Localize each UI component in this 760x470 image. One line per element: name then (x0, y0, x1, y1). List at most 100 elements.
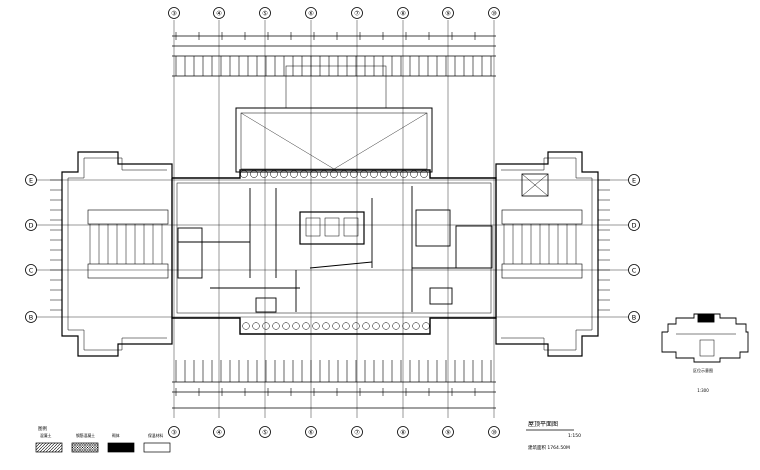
planter-tree (362, 322, 370, 330)
svg-text:⑩: ⑩ (491, 9, 497, 17)
svg-text:⑥: ⑥ (308, 9, 314, 17)
svg-text:⑧: ⑧ (400, 9, 406, 17)
planter-tree (332, 322, 340, 330)
svg-text:⑧: ⑧ (400, 428, 406, 436)
planter-tree (420, 170, 428, 178)
svg-text:③: ③ (171, 428, 177, 436)
legend-item: 保温材料 (143, 433, 171, 453)
svg-text:钢筋混凝土: 钢筋混凝土 (76, 433, 95, 438)
svg-text:D: D (28, 221, 33, 229)
axis-bubble-right: C (628, 264, 640, 276)
planter-tree (312, 322, 320, 330)
legend-item: 钢筋混凝土 (71, 433, 99, 453)
planter-tree (340, 170, 348, 178)
planter-row (240, 170, 430, 330)
axis-bubble-bottom: ④ (213, 426, 225, 438)
planter-tree (360, 170, 368, 178)
key-plan (661, 313, 749, 363)
axis-bubble-left: E (25, 174, 37, 186)
axis-bubble-top: ⑨ (442, 7, 454, 19)
right-wing-roof (495, 151, 599, 357)
axis-bubble-bottom: ⑤ (259, 426, 271, 438)
planter-tree (382, 322, 390, 330)
svg-text:⑩: ⑩ (491, 428, 497, 436)
svg-text:⑥: ⑥ (308, 428, 314, 436)
planter-tree (272, 322, 280, 330)
svg-text:E: E (632, 176, 636, 184)
svg-text:⑨: ⑨ (445, 9, 451, 17)
planter-tree (330, 170, 338, 178)
left-wing-roof (61, 151, 173, 357)
axis-bubble-right: E (628, 174, 640, 186)
planter-tree (322, 322, 330, 330)
dimension-strip-bottom (172, 381, 496, 409)
planter-tree (240, 170, 248, 178)
svg-text:B: B (632, 313, 636, 321)
axis-bubble-bottom: ⑧ (397, 426, 409, 438)
axis-bubble-right: B (628, 311, 640, 323)
svg-text:⑤: ⑤ (262, 9, 268, 17)
axis-bubble-bottom: ③ (168, 426, 180, 438)
svg-text:E: E (29, 176, 33, 184)
planter-tree (292, 322, 300, 330)
roof-block-top (235, 65, 433, 173)
svg-text:③: ③ (171, 9, 177, 17)
svg-text:⑦: ⑦ (354, 9, 360, 17)
planter-tree (300, 170, 308, 178)
svg-text:④: ④ (216, 9, 222, 17)
planter-tree (260, 170, 268, 178)
planter-tree (412, 322, 420, 330)
row-axis-bubbles-left: E D C B (25, 174, 37, 323)
svg-text:⑤: ⑤ (262, 428, 268, 436)
planter-tree (320, 170, 328, 178)
axis-bubble-left: B (25, 311, 37, 323)
planter-tree (280, 170, 288, 178)
key-plan-scale: 1:300 (697, 388, 709, 393)
svg-text:B: B (29, 313, 33, 321)
axis-bubble-top: ④ (213, 7, 225, 19)
axis-bubble-top: ⑤ (259, 7, 271, 19)
svg-text:④: ④ (216, 428, 222, 436)
column-axis-bubbles-bottom: ③ ④ ⑤ ⑥ ⑦ ⑧ ⑨ ⑩ (168, 426, 500, 438)
planter-tree (270, 170, 278, 178)
planter-tree (350, 170, 358, 178)
planter-tree (310, 170, 318, 178)
svg-text:C: C (632, 266, 637, 274)
planter-tree (402, 322, 410, 330)
planter-tree (252, 322, 260, 330)
planter-tree (342, 322, 350, 330)
drawing-title: 屋顶平面图 (528, 421, 558, 428)
axis-bubble-left: C (25, 264, 37, 276)
legend-title: 图例 (38, 425, 47, 432)
axis-bubble-right: D (628, 219, 640, 231)
axis-bubble-top: ⑥ (305, 7, 317, 19)
svg-text:⑨: ⑨ (445, 428, 451, 436)
column-axis-bubbles-top: ③ ④ ⑤ ⑥ ⑦ ⑧ ⑨ ⑩ (168, 7, 500, 19)
legend-item: 砌体 (107, 433, 135, 453)
planter-tree (380, 170, 388, 178)
axis-bubble-top: ⑦ (351, 7, 363, 19)
planter-tree (372, 322, 380, 330)
planter-tree (262, 322, 270, 330)
svg-text:保温材料: 保温材料 (148, 433, 163, 438)
dimension-ticks-bottom (175, 360, 492, 396)
svg-text:C: C (29, 266, 34, 274)
planter-tree (250, 170, 258, 178)
svg-text:混凝土: 混凝土 (40, 433, 52, 438)
planter-tree (302, 322, 310, 330)
svg-text:D: D (631, 221, 636, 229)
svg-text:⑦: ⑦ (354, 428, 360, 436)
planter-tree (392, 322, 400, 330)
planter-tree (410, 170, 418, 178)
legend: 混凝土 钢筋混凝土 砌体 保温材料 (35, 433, 171, 453)
axis-bubble-bottom: ⑩ (488, 426, 500, 438)
planter-tree (370, 170, 378, 178)
planter-tree (422, 322, 430, 330)
left-wing-stair-hatching (50, 179, 163, 311)
planter-tree (242, 322, 250, 330)
planter-tree (400, 170, 408, 178)
planter-tree (390, 170, 398, 178)
axis-bubble-bottom: ⑥ (305, 426, 317, 438)
row-axis-bubbles-right: E D C B (628, 174, 640, 323)
